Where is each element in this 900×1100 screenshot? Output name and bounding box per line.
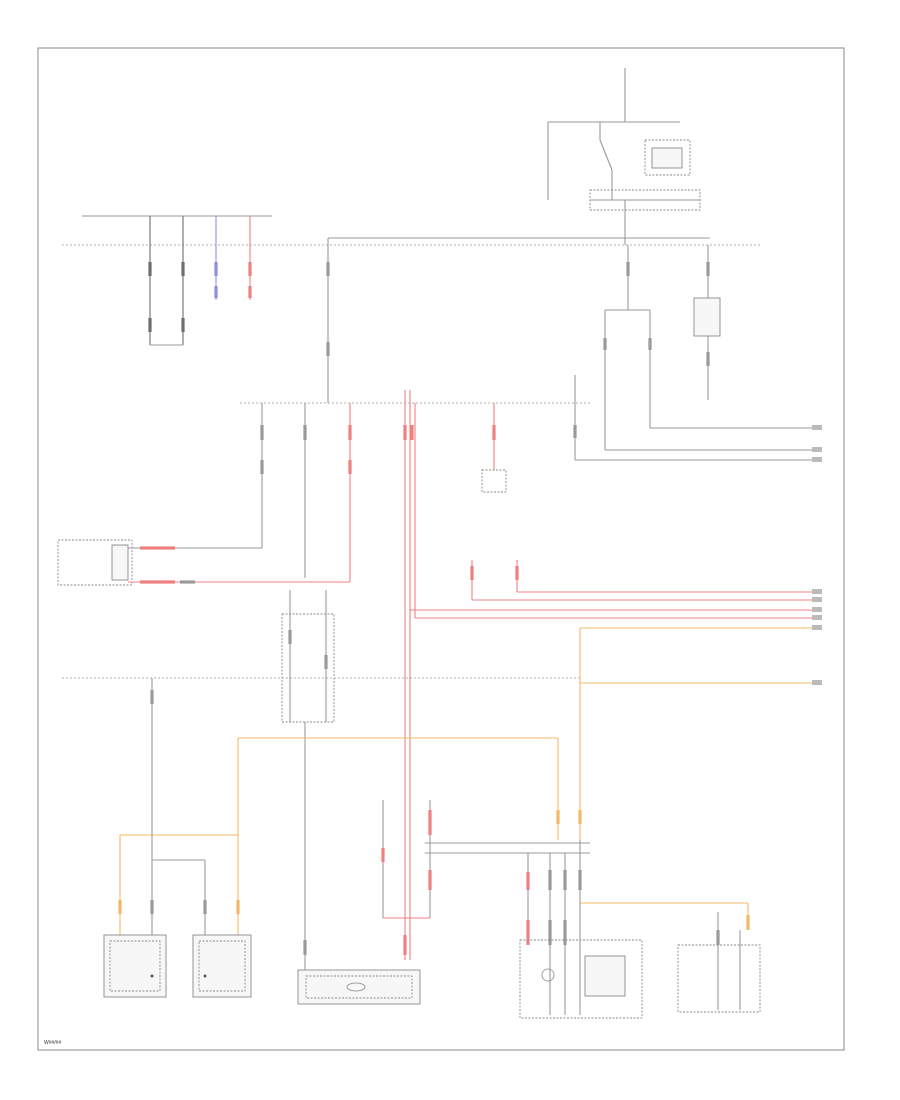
window-motor-feeds	[150, 678, 207, 935]
lower-fuse-feeds	[303, 800, 432, 955]
junction-drops	[260, 390, 496, 960]
central-relay-module	[281, 590, 335, 970]
fuse-relay-block	[547, 68, 701, 245]
orange-harness	[118, 625, 822, 935]
side-lamp	[677, 912, 761, 1013]
passenger-module-feeds	[410, 469, 822, 620]
driver-switch-module	[57, 539, 350, 586]
ground-harness	[82, 215, 272, 346]
lighting-control-module	[425, 840, 643, 1019]
page-reference: W##/##	[44, 1040, 61, 1046]
window-motor-right	[192, 934, 252, 998]
diagram-frame	[37, 47, 845, 1051]
lamp-assembly	[297, 969, 421, 1005]
window-motor-left	[103, 934, 167, 998]
central-trunk	[326, 237, 710, 403]
right-feed-harness	[573, 245, 822, 462]
